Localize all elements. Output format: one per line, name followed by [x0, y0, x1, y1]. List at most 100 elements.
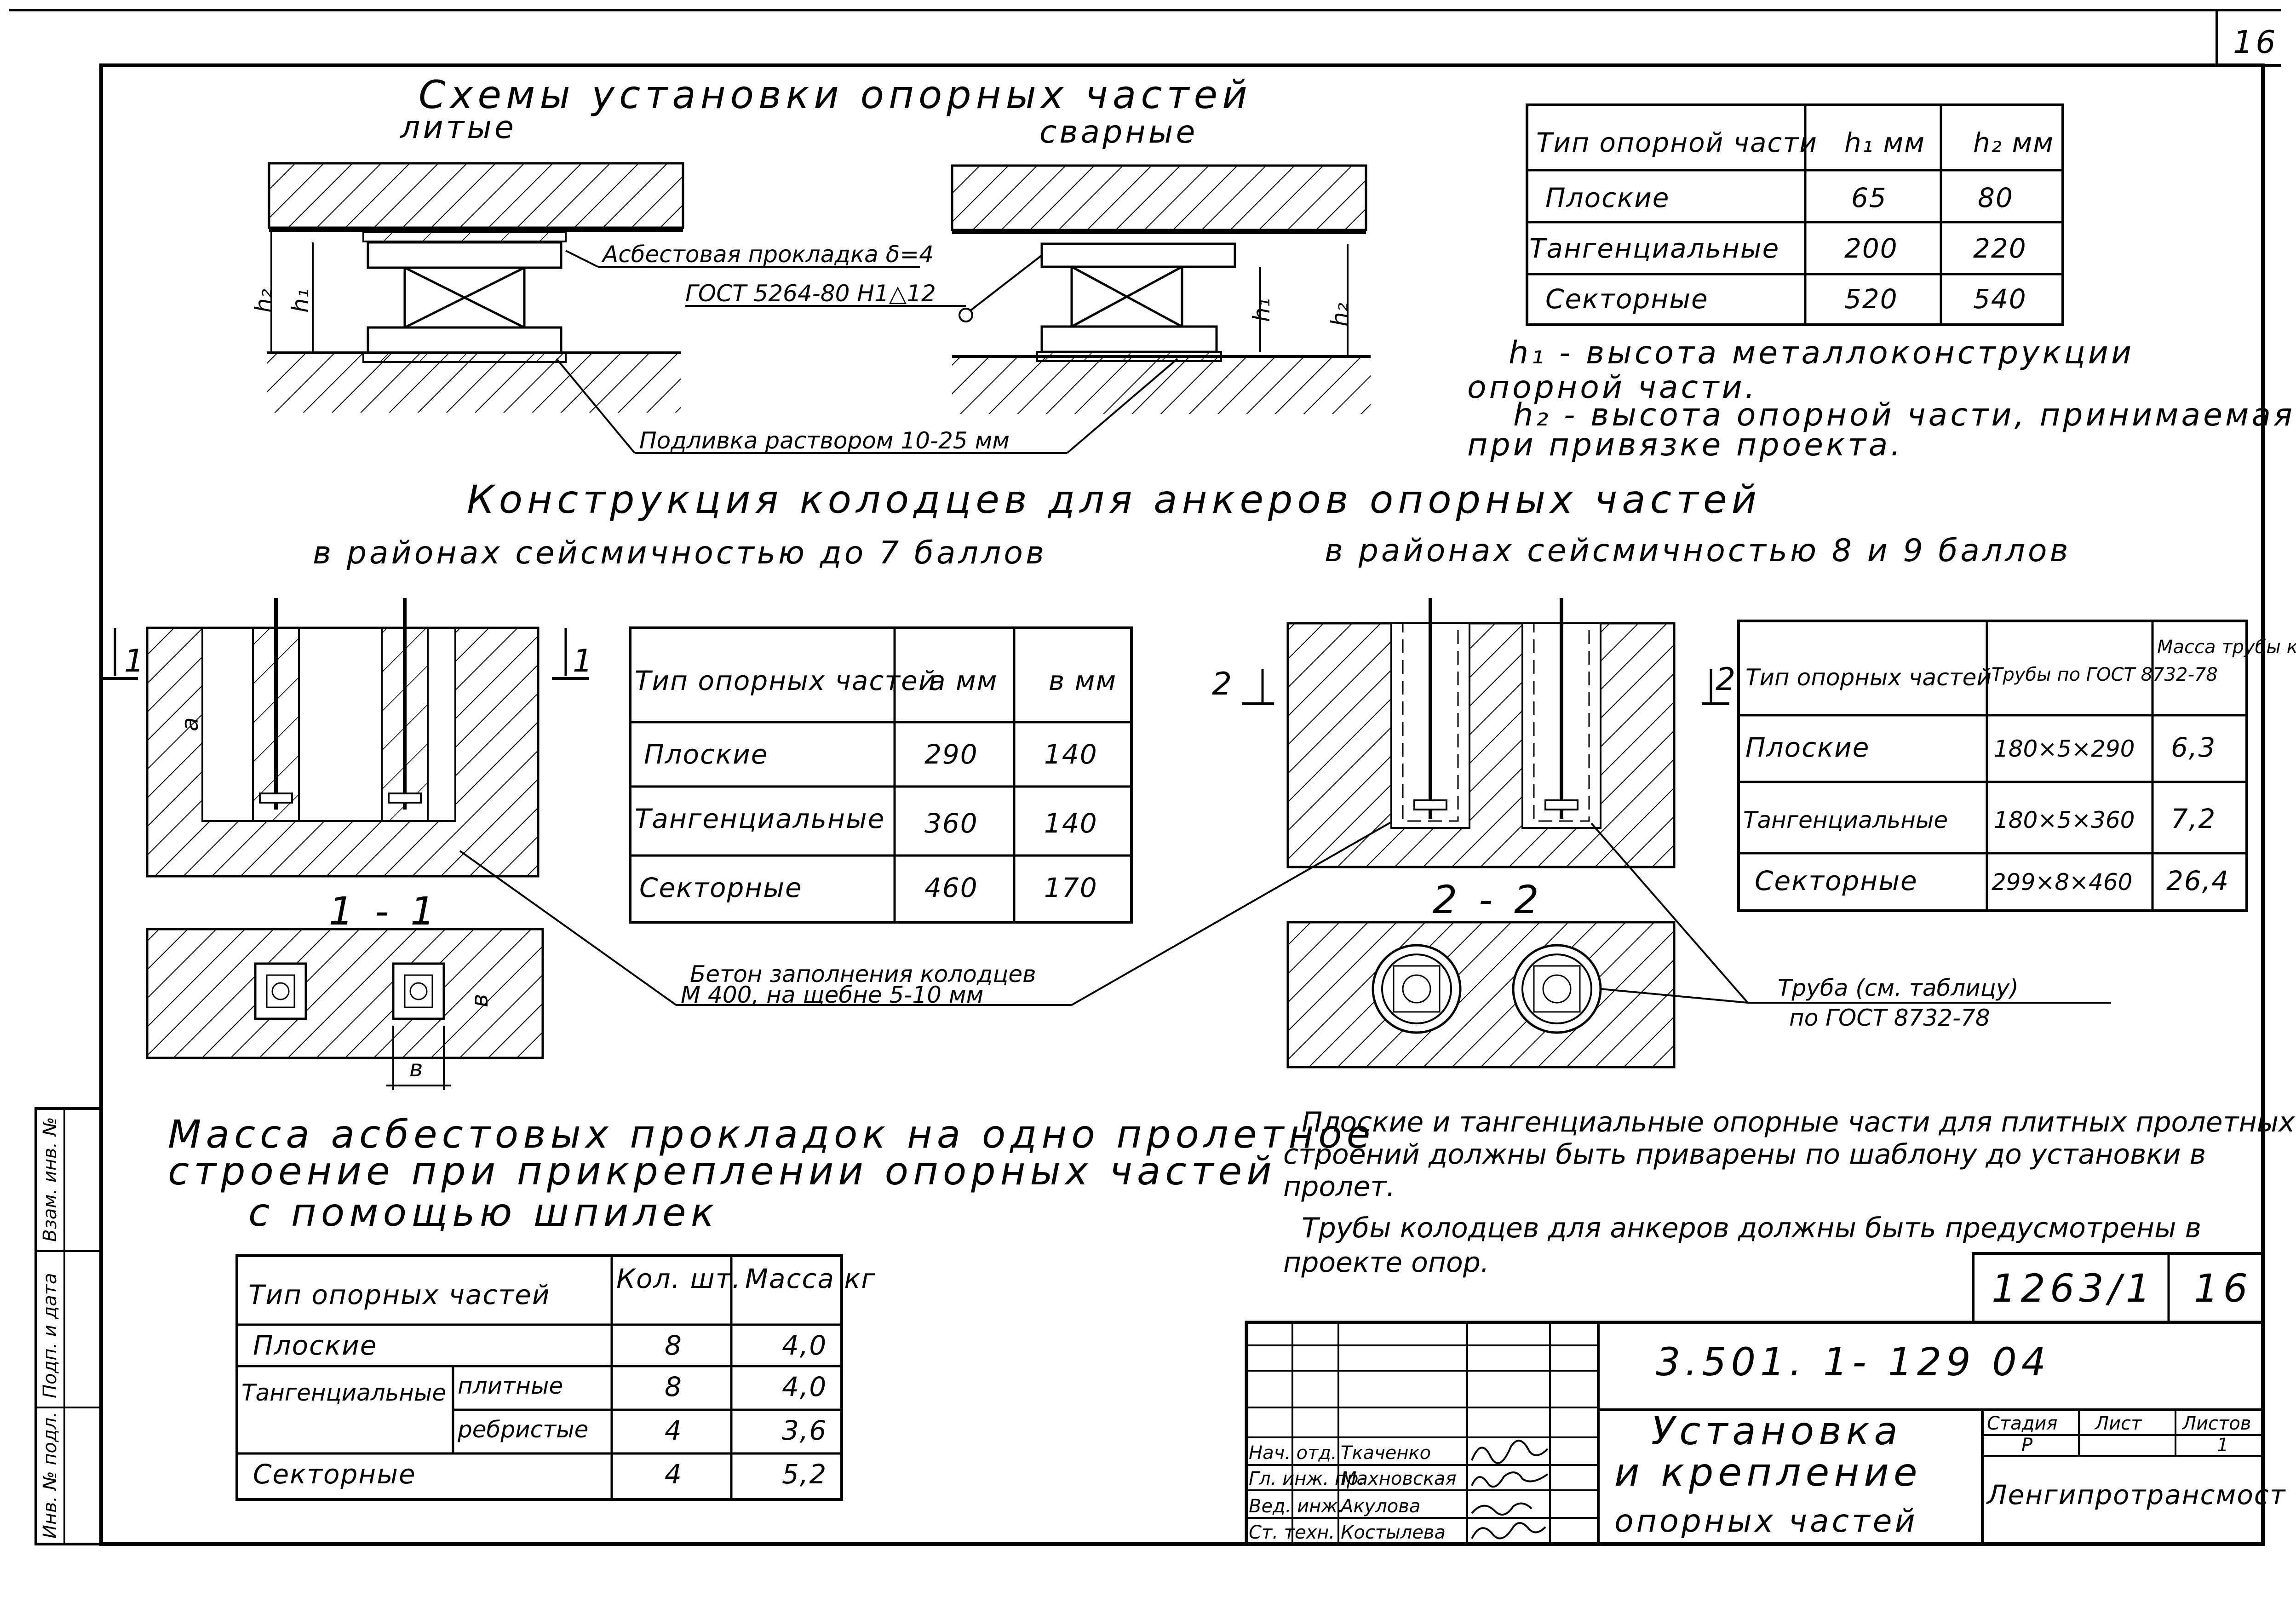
legend-line-4: при привязке проекта. [1467, 427, 1903, 463]
table-wells-7-cell: Секторные [639, 872, 803, 903]
table-pipes-cell: 299×8×460 [1992, 869, 2132, 896]
signatory-role: Ст. техн. [1249, 1522, 1335, 1543]
note-line-4: Трубы колодцев для анкеров должны быть п… [1302, 1212, 2201, 1244]
table-wells-7-cell: 140 [1044, 739, 1098, 770]
mass-title-1: Масса асбестовых прокладок на одно проле… [168, 1112, 1375, 1157]
section-2-right-mark: 2 [1716, 661, 1738, 698]
side-margin-stamp: Инв. № подл. Подп. и дата Взам. инв. № [34, 1107, 103, 1545]
table-mass-cell: 4 [665, 1415, 683, 1446]
wells-title: Конструкция колодцев для анкеров опорных… [467, 477, 1761, 522]
side-margin-sign: Подп. и дата [40, 1273, 61, 1398]
scheme-welded-h2: h₂ [1326, 303, 1353, 327]
well-left-dim-a: a [177, 717, 203, 731]
table-mass-cell: 8 [665, 1371, 683, 1402]
table-pipes-cell: 26,4 [2166, 865, 2229, 896]
table-heights-cell: Плоские [1545, 182, 1670, 213]
table-wells-7-header-type: Тип опорных частей [635, 665, 937, 696]
stamp-title-2: и крепление [1614, 1450, 1922, 1495]
mass-title-2: строение при прикреплении опорных частей [168, 1149, 1276, 1194]
table-wells-7-cell: 460 [924, 872, 978, 903]
sheet-frame [9, 9, 2281, 1546]
sheet-number-corner: 16 [2233, 24, 2279, 61]
stamp-sheet-label: Лист [2094, 1413, 2142, 1434]
table-mass-cell: 8 [665, 1330, 683, 1361]
table-wells-7-cell: 170 [1044, 872, 1098, 903]
stamp-stage-label: Стадия [1987, 1413, 2057, 1434]
schemes-cast-label: литые [399, 109, 517, 146]
mass-title-3: с помощью шпилек [248, 1190, 718, 1235]
table-mass-cell: Плоские [253, 1330, 377, 1361]
table-mass-cell: плитные [458, 1373, 563, 1399]
table-mass-cell: 4,0 [782, 1371, 827, 1402]
table-mass-cell: Секторные [253, 1459, 416, 1490]
pipe-label-1: Труба (см. таблицу) [1778, 975, 2019, 1001]
table-wells-7-cell: 360 [924, 808, 978, 839]
table-wells-7-header-b: в мм [1049, 665, 1117, 696]
table-heights-cell: 220 [1973, 233, 2027, 264]
grout-label: Подливка раствором 10-25 мм [639, 427, 1010, 454]
signature [1471, 1471, 1549, 1488]
concrete-label-1: Бетон заполнения колодцев [690, 961, 1036, 988]
signatory-role: Нач. отд. [1249, 1442, 1337, 1464]
scheme-welded [951, 164, 1371, 414]
scheme-cast-h2: h₂ [250, 289, 277, 313]
table-mass-header-count: Кол. шт. [616, 1263, 741, 1294]
well-plan-right [1286, 921, 1676, 1068]
stamp-page: 16 [2194, 1266, 2252, 1311]
table-heights [1526, 103, 2064, 326]
table-wells-7-cell: Тангенциальные [635, 803, 885, 834]
signatory-name: Костылева [1341, 1522, 1446, 1543]
stamp-organization: Ленгипротрансмост [1986, 1479, 2286, 1511]
table-mass [235, 1254, 843, 1501]
table-heights-cell: 520 [1844, 283, 1898, 315]
well-plan-left [146, 928, 544, 1090]
pipe-leader [1590, 822, 2111, 1004]
stamp-stage-value: Р [2021, 1435, 2033, 1456]
table-mass-cell: ребристые [457, 1416, 588, 1443]
section-1-label: 1 - 1 [329, 889, 440, 934]
table-heights-cell: 200 [1844, 233, 1898, 264]
section-2-label: 2 - 2 [1433, 877, 1544, 922]
table-pipes-cell: 6,3 [2171, 732, 2216, 763]
table-wells-7-cell: 290 [924, 739, 978, 770]
table-heights-cell: Секторные [1545, 283, 1709, 315]
legend-line-1: h₁ - высота металлоконструкции [1509, 335, 2134, 371]
table-heights-header-h1: h₁ мм [1844, 127, 1925, 158]
wells-subtitle-left: в районах сейсмичностью до 7 баллов [313, 535, 1047, 571]
table-pipes-cell: 180×5×290 [1994, 735, 2135, 762]
table-mass-cell: 4,0 [782, 1330, 827, 1361]
legend-line-3: h₂ - высота опорной части, принимаемая [1513, 397, 2295, 433]
note-line-1: Плоские и тангенциальные опорные части д… [1302, 1106, 2295, 1138]
stamp-sheets-value: 1 [2217, 1435, 2228, 1456]
table-mass-header-mass: Масса кг [745, 1263, 876, 1294]
signature [1471, 1522, 1546, 1539]
signatures [1471, 1440, 1549, 1539]
table-pipes-cell: 180×5×360 [1994, 807, 2135, 833]
signatory-role: Вед. инж. [1249, 1496, 1343, 1517]
stamp-title-3: опорных частей [1614, 1503, 1918, 1539]
asbestos-label: Асбестовая прокладка δ=4 [601, 241, 934, 268]
scheme-welded-h1: h₁ [1248, 298, 1275, 322]
table-pipes [1737, 620, 2248, 912]
wells-subtitle-right: в районах сейсмичностью 8 и 9 баллов [1325, 533, 2071, 569]
concrete-label-2: М 400, на щебне 5-10 мм [681, 982, 983, 1008]
table-mass-cell: 4 [665, 1459, 683, 1490]
note-line-5: проекте опор. [1283, 1246, 1489, 1279]
stamp-code: 3.501. 1- 129 04 [1656, 1339, 2050, 1384]
table-heights-cell: Тангенциальные [1529, 233, 1779, 264]
section-1-left-mark: 1 [124, 643, 147, 679]
table-wells-7 [629, 626, 1133, 924]
signatory-name: Акулова [1339, 1496, 1420, 1517]
table-pipes-cell: Тангенциальные [1743, 807, 1948, 833]
well-elevation-left [101, 598, 589, 878]
signature [1471, 1502, 1533, 1516]
stamp-title-1: Установка [1651, 1408, 1902, 1453]
table-pipes-cell: Плоские [1745, 732, 1870, 763]
scheme-cast [267, 162, 684, 413]
table-mass-header-type: Тип опорных частей [248, 1279, 551, 1310]
legend-line-2: опорной части. [1467, 369, 1757, 406]
signatory-name: Ткаченко [1341, 1442, 1431, 1464]
table-heights-cell: 65 [1851, 182, 1887, 213]
table-mass-cell: 5,2 [782, 1459, 827, 1490]
table-pipes-header-pipe: Трубы по ГОСТ 8732-78 [1992, 664, 2218, 685]
